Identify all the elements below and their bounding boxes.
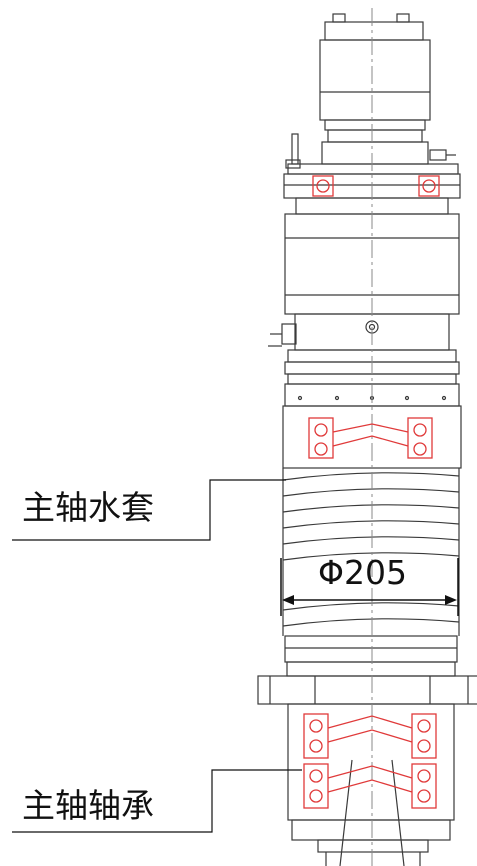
- water-jacket-grooves: [282, 468, 460, 636]
- diameter-label: Φ205: [318, 553, 407, 592]
- spindle-top-cap: [319, 13, 431, 143]
- bearing-leader: [12, 769, 302, 833]
- water-jacket-label: 主轴水套: [22, 488, 154, 527]
- nose-bearing-symbols: [303, 713, 437, 809]
- diameter-dimension: [280, 558, 459, 616]
- rear-bearing-symbols: [312, 175, 440, 197]
- spindle-flange: [257, 635, 477, 705]
- bearing-label: 主轴轴承: [22, 786, 154, 825]
- water-jacket-leader: [12, 479, 286, 541]
- front-bearing-symbols: [308, 417, 433, 459]
- spindle-nose: [287, 703, 455, 866]
- coolant-fittings: [268, 133, 456, 347]
